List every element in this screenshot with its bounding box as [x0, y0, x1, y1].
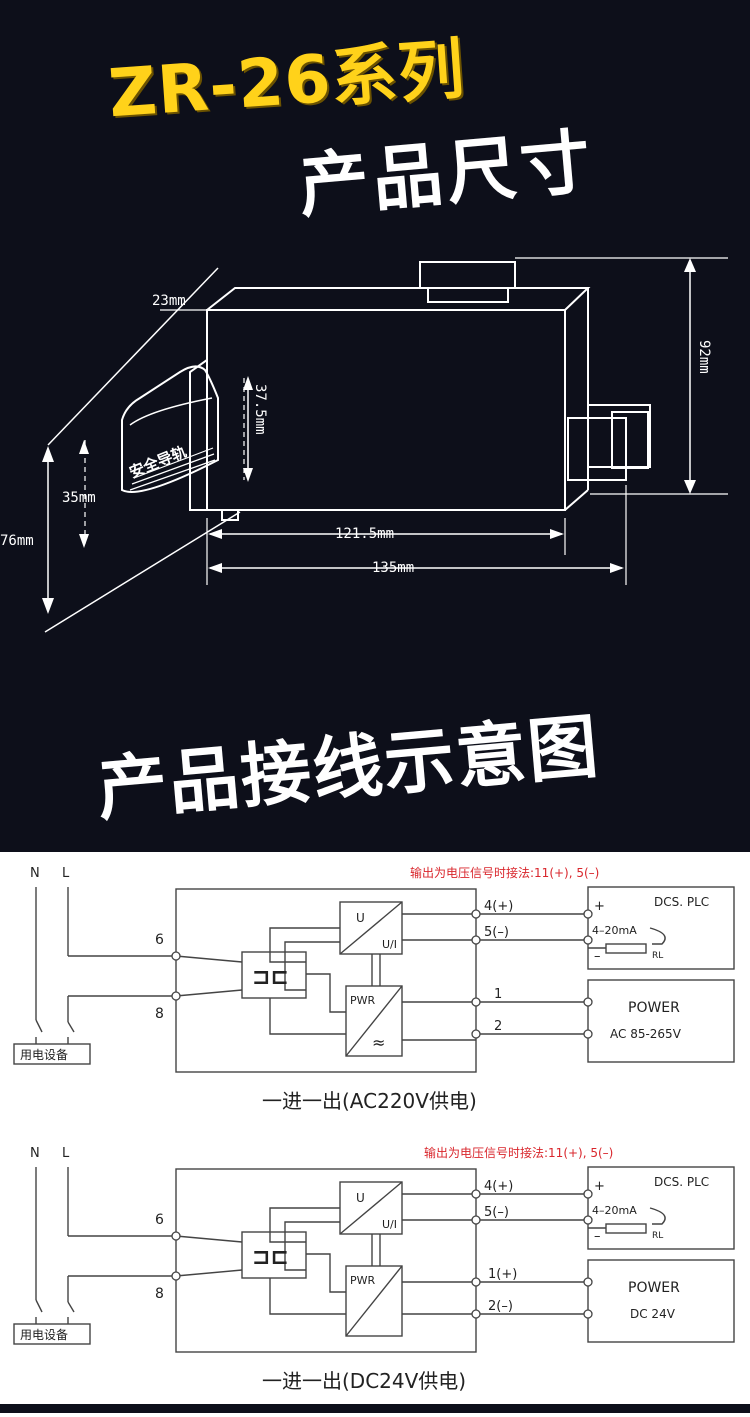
- dimension-drawing: 安全导轨 23mm 35mm 76mm 121.5mm 135mm 92mm 3…: [0, 257, 728, 633]
- terminal-4: 4(+): [484, 1179, 513, 1194]
- wiring-diagram-dc: N L 输出为电压信号时接法:11(+), 5(–): [13, 1145, 735, 1393]
- power-spec: AC 85-265V: [610, 1027, 682, 1041]
- dim-121-5: 121.5mm: [335, 526, 394, 542]
- svg-text:≈: ≈: [372, 1033, 385, 1052]
- minus-sign: –: [594, 1229, 601, 1244]
- power-label: POWER: [628, 1280, 680, 1296]
- terminal-8: 8: [155, 1006, 164, 1022]
- housing-front: [206, 309, 566, 511]
- voltage-note: 输出为电压信号时接法:11(+), 5(–): [410, 865, 599, 880]
- bottom-bar: [0, 1404, 750, 1413]
- label-u: U: [356, 1191, 365, 1205]
- dim-35: 35mm: [62, 490, 96, 506]
- label-ui: U/I: [382, 1218, 397, 1231]
- device-label: 用电设备: [20, 1328, 68, 1342]
- rl-label: RL: [652, 1231, 663, 1241]
- label-pwr: PWR: [350, 1274, 376, 1287]
- plus-sign: +: [594, 899, 605, 914]
- terminal-6: 6: [155, 1212, 164, 1228]
- plus-sign: +: [594, 1179, 605, 1194]
- dcs-label: DCS. PLC: [654, 1175, 709, 1189]
- dcs-label: DCS. PLC: [654, 895, 709, 909]
- terminal-2: 2(–): [488, 1299, 513, 1314]
- clip-label: 安全导轨: [127, 443, 189, 482]
- svg-text:⊐⊏: ⊐⊏: [252, 1245, 289, 1270]
- label-l: L: [62, 866, 70, 881]
- label-u: U: [356, 911, 365, 925]
- terminal-2: 2: [494, 1019, 502, 1034]
- dim-37-5: 37.5mm: [252, 384, 268, 435]
- device-label: 用电设备: [20, 1048, 68, 1062]
- wiring-diagram-ac: N L 输出为电压信号时接法:11(+), 5(–): [13, 865, 735, 1113]
- label-n: N: [30, 1146, 40, 1161]
- voltage-note: 输出为电压信号时接法:11(+), 5(–): [424, 1145, 613, 1160]
- wiring-heading: 产品接线示意图: [93, 705, 604, 831]
- minus-sign: –: [594, 949, 601, 964]
- power-label: POWER: [628, 1000, 680, 1016]
- ma-label: 4–20mA: [592, 924, 637, 937]
- power-spec: DC 24V: [630, 1307, 676, 1321]
- svg-text:⊐⊏: ⊐⊏: [252, 965, 289, 990]
- label-pwr: PWR: [350, 994, 376, 1007]
- terminal-1: 1(+): [488, 1267, 517, 1282]
- dim-76: 76mm: [0, 533, 34, 549]
- terminal-5: 5(–): [484, 925, 509, 940]
- caption-dc: 一进一出(DC24V供电): [262, 1369, 466, 1393]
- dim-23: 23mm: [152, 293, 186, 309]
- right-terminal-block: [567, 417, 627, 481]
- terminal-5: 5(–): [484, 1205, 509, 1220]
- label-l: L: [62, 1146, 70, 1161]
- wiring-diagrams: N L 输出为电压信号时接法:11(+), 5(–): [13, 865, 735, 1393]
- ma-label: 4–20mA: [592, 1204, 637, 1217]
- top-terminal-block: [419, 261, 516, 289]
- caption-ac: 一进一出(AC220V供电): [262, 1089, 477, 1113]
- label-n: N: [30, 866, 40, 881]
- terminal-8: 8: [155, 1286, 164, 1302]
- terminal-4: 4(+): [484, 899, 513, 914]
- dim-92: 92mm: [696, 340, 712, 374]
- rl-label: RL: [652, 951, 663, 961]
- dim-135: 135mm: [372, 560, 414, 576]
- label-ui: U/I: [382, 938, 397, 951]
- dimensions-panel: ZR-26系列 产品尺寸: [0, 0, 750, 852]
- terminal-1: 1: [494, 987, 502, 1002]
- terminal-6: 6: [155, 932, 164, 948]
- wiring-panel: N L 输出为电压信号时接法:11(+), 5(–): [0, 852, 750, 1413]
